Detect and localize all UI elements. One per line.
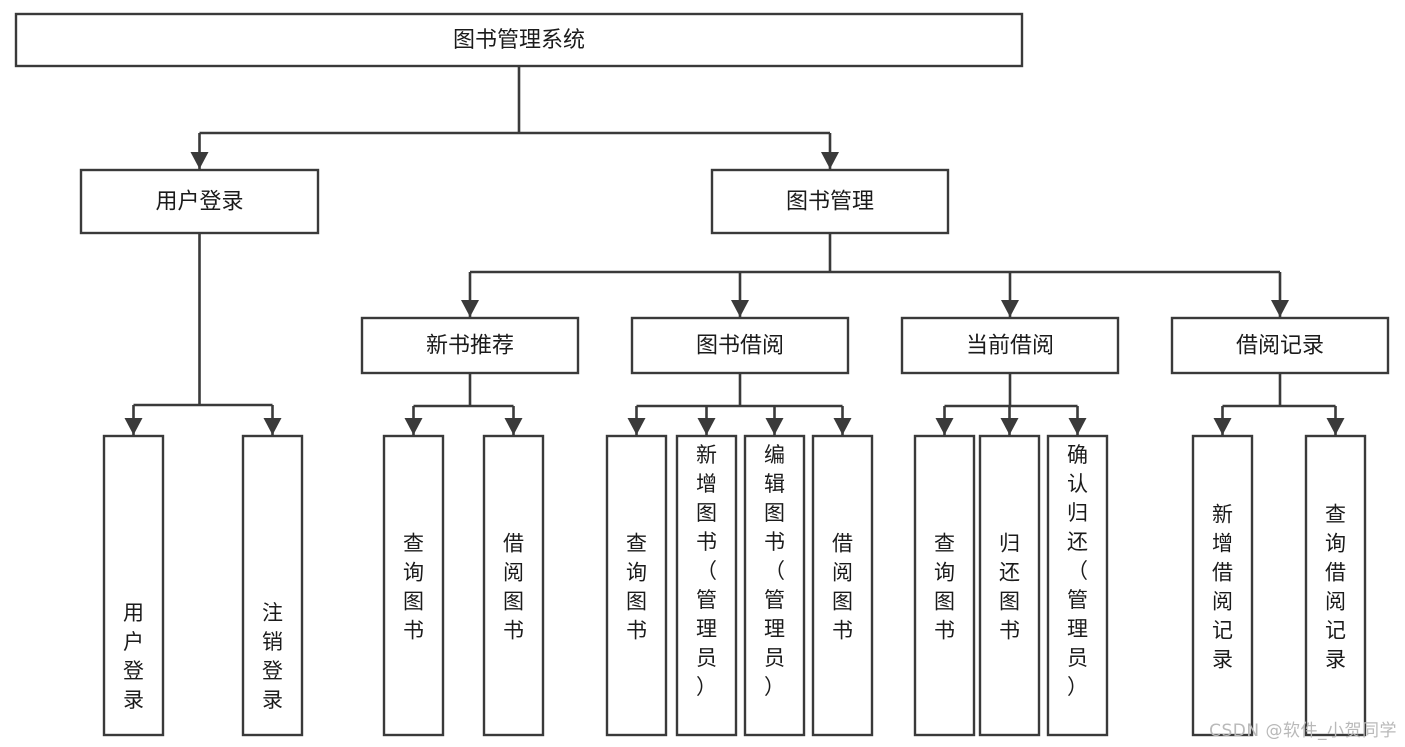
leaf-leaf-query-book-2-rect [605,434,668,737]
arrow-head-icon [833,418,852,435]
arrow-head-icon [821,152,839,169]
node-book-management-rect [710,168,950,235]
leaf-label-leaf-query-book-3: 查询图书 [934,532,955,643]
connector-new-book-recommend-to-leaves [404,373,523,435]
leaf-leaf-query-book-3-rect [913,434,976,737]
leaf-leaf-query-book-1[interactable]: 查询图书 [382,434,445,737]
leaf-label-leaf-query-book-1: 查询图书 [403,532,424,643]
arrow-head-icon [1000,418,1019,435]
node-new-book-recommend[interactable]: 新书推荐 [360,316,580,375]
arrow-head-icon [461,300,479,317]
arrow-head-icon [697,418,716,435]
arrow-head-icon [731,300,749,317]
connector-bookmgmt-to-level2 [461,233,1289,317]
leaf-leaf-user-login[interactable]: 用户登录 [102,434,165,737]
leaf-leaf-return-book[interactable]: 归还图书 [978,434,1041,737]
connector-root-to-level1 [190,66,839,169]
leaf-leaf-edit-book[interactable]: 编辑图书（管理员） [743,434,806,737]
leaf-label-leaf-query-book-2: 查询图书 [626,532,647,643]
leaf-leaf-return-book-rect [978,434,1041,737]
leaf-leaf-query-record-rect [1304,434,1367,737]
node-book-management[interactable]: 图书管理 [710,168,950,235]
node-label-user-login: 用户登录 [155,190,243,215]
leaf-label-leaf-borrow-book-1: 借阅图书 [503,532,524,643]
leaf-leaf-add-book[interactable]: 新增图书（管理员） [675,434,738,737]
leaf-label-leaf-confirm-return: 确认归还（管理员） [1067,443,1088,699]
node-new-book-recommend-rect [360,316,580,375]
connector-borrow-record-to-leaves [1213,373,1345,435]
csdn-watermark: CSDN @软件_小贺同学 [1209,721,1397,741]
leaf-leaf-borrow-book-2[interactable]: 借阅图书 [811,434,874,737]
arrow-head-icon [404,418,423,435]
leaf-leaf-add-record[interactable]: 新增借阅记录 [1191,434,1254,737]
leaf-label-leaf-query-record: 查询借阅记录 [1325,503,1346,672]
arrow-head-icon [124,418,143,435]
arrow-head-icon [190,152,209,169]
arrow-head-icon [1271,300,1289,317]
leaf-leaf-borrow-book-2-rect [811,434,874,737]
arrow-head-icon [1326,418,1345,435]
leaf-label-leaf-user-login: 用户登录 [123,601,144,712]
leaf-label-leaf-add-book: 新增图书（管理员） [696,443,717,699]
leaf-leaf-query-book-3[interactable]: 查询图书 [913,434,976,737]
leaf-label-leaf-add-record: 新增借阅记录 [1212,503,1233,672]
arrow-head-icon [504,418,523,435]
leaf-leaf-query-book-1-rect [382,434,445,737]
leaf-leaf-logout[interactable]: 注销登录 [241,434,304,737]
leaf-label-leaf-edit-book: 编辑图书（管理员） [764,443,785,699]
arrow-head-icon [765,418,784,435]
leaf-leaf-logout-rect [241,434,304,737]
node-borrow-record-rect [1170,316,1390,375]
leaf-leaf-borrow-book-1-rect [482,434,545,737]
node-user-login[interactable]: 用户登录 [79,168,320,235]
node-user-login-rect [79,168,320,235]
leaf-label-leaf-return-book: 归还图书 [999,532,1020,643]
nodes-layer: 图书管理系统用户登录图书管理新书推荐图书借阅当前借阅借阅记录用户登录注销登录查询… [14,12,1390,737]
node-label-book-borrow: 图书借阅 [696,334,784,359]
node-current-borrow-rect [900,316,1120,375]
leaf-label-leaf-borrow-book-2: 借阅图书 [832,532,853,643]
node-current-borrow[interactable]: 当前借阅 [900,316,1120,375]
leaf-leaf-add-book-rect [675,434,738,737]
leaf-label-leaf-logout: 注销登录 [262,601,283,712]
node-label-current-borrow: 当前借阅 [966,334,1054,359]
node-label-borrow-record: 借阅记录 [1236,334,1324,359]
node-book-borrow-rect [630,316,850,375]
node-label-new-book-recommend: 新书推荐 [426,334,514,359]
connector-book-borrow-to-leaves [627,373,852,435]
arrow-head-icon [1001,300,1019,317]
node-book-borrow[interactable]: 图书借阅 [630,316,850,375]
leaf-leaf-confirm-return[interactable]: 确认归还（管理员） [1046,434,1109,737]
arrow-head-icon [263,418,282,435]
connectors-layer [124,66,1345,435]
leaf-leaf-query-book-2[interactable]: 查询图书 [605,434,668,737]
arrow-head-icon [1213,418,1232,435]
root-node-label: 图书管理系统 [453,28,585,53]
leaf-leaf-add-record-rect [1191,434,1254,737]
root-node-book-management-system-rect [14,12,1024,68]
arrow-head-icon [627,418,646,435]
root-node-book-management-system[interactable]: 图书管理系统 [14,12,1024,68]
connector-current-borrow-to-leaves [935,373,1087,435]
node-label-book-management: 图书管理 [786,190,874,215]
connector-user-login-to-leaves [124,233,282,435]
leaf-leaf-query-record[interactable]: 查询借阅记录 [1304,434,1367,737]
arrow-head-icon [935,418,954,435]
node-borrow-record[interactable]: 借阅记录 [1170,316,1390,375]
leaf-leaf-confirm-return-rect [1046,434,1109,737]
leaf-leaf-borrow-book-1[interactable]: 借阅图书 [482,434,545,737]
leaf-leaf-user-login-rect [102,434,165,737]
leaf-leaf-edit-book-rect [743,434,806,737]
arrow-head-icon [1068,418,1087,435]
